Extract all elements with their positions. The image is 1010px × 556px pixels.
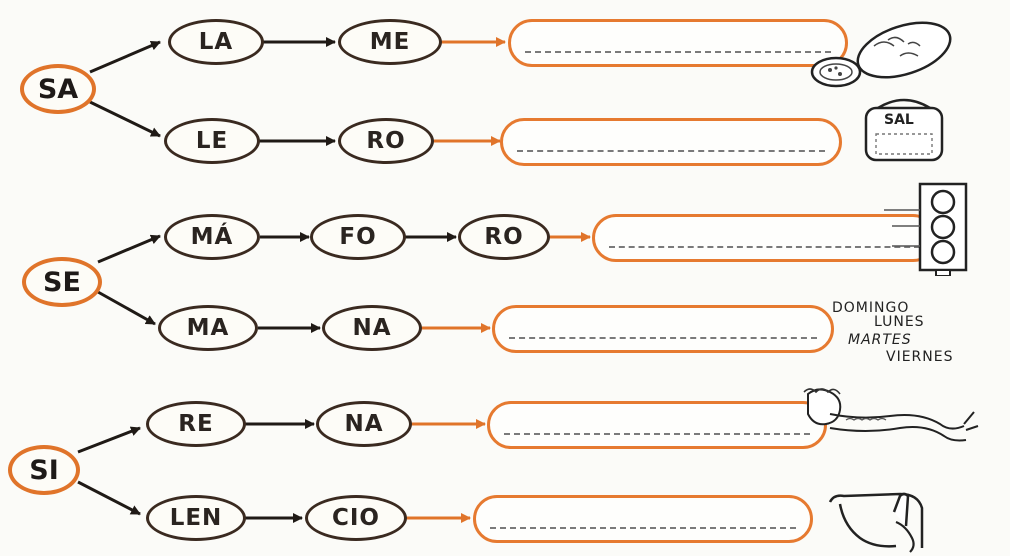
weekday-word: MARTES	[848, 332, 912, 348]
syllable-bubble: RO	[458, 214, 550, 260]
syllable-bubble: MÁ	[164, 214, 260, 260]
arrow	[90, 42, 160, 72]
weekdays-list: DOMINGO LUNES MARTES VIERNES	[826, 294, 986, 374]
syllable-bubble: RE	[146, 401, 246, 447]
syllable-bubble: FO	[310, 214, 406, 260]
syllable-bubble: RO	[338, 118, 434, 164]
answer-field[interactable]	[473, 495, 813, 543]
syllable-bubble: MA	[158, 305, 258, 351]
sausage-icon	[808, 20, 958, 92]
traffic-light-icon	[880, 180, 980, 276]
arrow	[98, 236, 160, 262]
syllable-bubble: NA	[322, 305, 422, 351]
root-syllable: SI	[8, 445, 80, 495]
syllable-bubble: LEN	[146, 495, 246, 541]
syllable-bubble: NA	[316, 401, 412, 447]
answer-field[interactable]	[487, 401, 827, 449]
syllable-bubble: LE	[164, 118, 260, 164]
weekday-word: LUNES	[874, 314, 925, 330]
arrow	[78, 482, 140, 514]
answer-field[interactable]	[492, 305, 834, 353]
answer-field[interactable]	[508, 19, 848, 67]
arrow	[98, 292, 155, 324]
weekday-word: VIERNES	[886, 349, 953, 365]
syllable-bubble: ME	[338, 19, 442, 65]
salt-shaker-icon: SAL	[858, 98, 950, 162]
answer-field[interactable]	[500, 118, 842, 166]
salt-label: SAL	[884, 112, 914, 128]
syllable-bubble: CIO	[305, 495, 407, 541]
mermaid-icon	[800, 384, 980, 450]
arrow	[78, 428, 140, 452]
root-syllable: SA	[20, 64, 96, 114]
syllable-bubble: LA	[168, 19, 264, 65]
root-syllable: SE	[22, 257, 102, 307]
arrow	[90, 102, 160, 136]
silence-gesture-icon	[826, 492, 942, 554]
